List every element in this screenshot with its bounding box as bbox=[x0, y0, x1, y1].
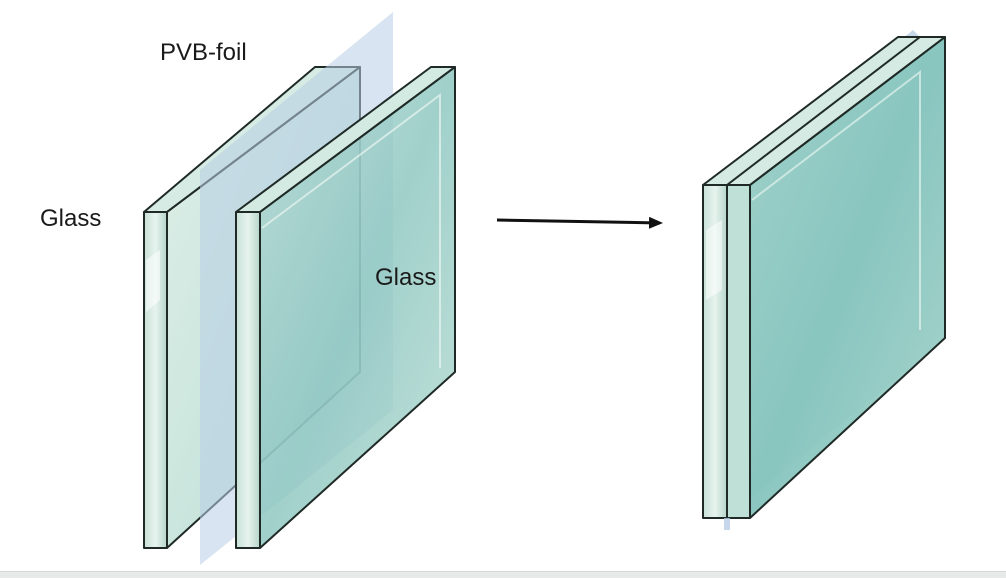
pvb-foil-label: PVB-foil bbox=[160, 39, 247, 66]
right-glass-face bbox=[260, 67, 455, 548]
right-glass-pane bbox=[235, 66, 456, 549]
laminated-front-edge-b bbox=[726, 184, 751, 519]
laminated-glare bbox=[706, 220, 722, 300]
left-glass-glare bbox=[146, 250, 160, 312]
right-glass-inner-line bbox=[261, 93, 441, 368]
glass-label-left: Glass bbox=[40, 205, 101, 232]
laminated-inner-line bbox=[751, 69, 921, 330]
laminated-foil-bottom bbox=[724, 518, 730, 530]
bottom-strip bbox=[0, 571, 1006, 578]
laminated-front-face bbox=[750, 37, 945, 518]
right-glass-outline bbox=[259, 66, 456, 549]
glass-label-right: Glass bbox=[375, 264, 436, 291]
process-arrow bbox=[496, 216, 663, 229]
laminated-outline bbox=[749, 36, 946, 519]
exploded-assembly: PVB-foil Glass Glass bbox=[40, 12, 456, 565]
laminated-middle-line bbox=[726, 36, 921, 186]
laminated-result bbox=[702, 30, 946, 530]
right-glass-front-edge bbox=[235, 211, 261, 549]
